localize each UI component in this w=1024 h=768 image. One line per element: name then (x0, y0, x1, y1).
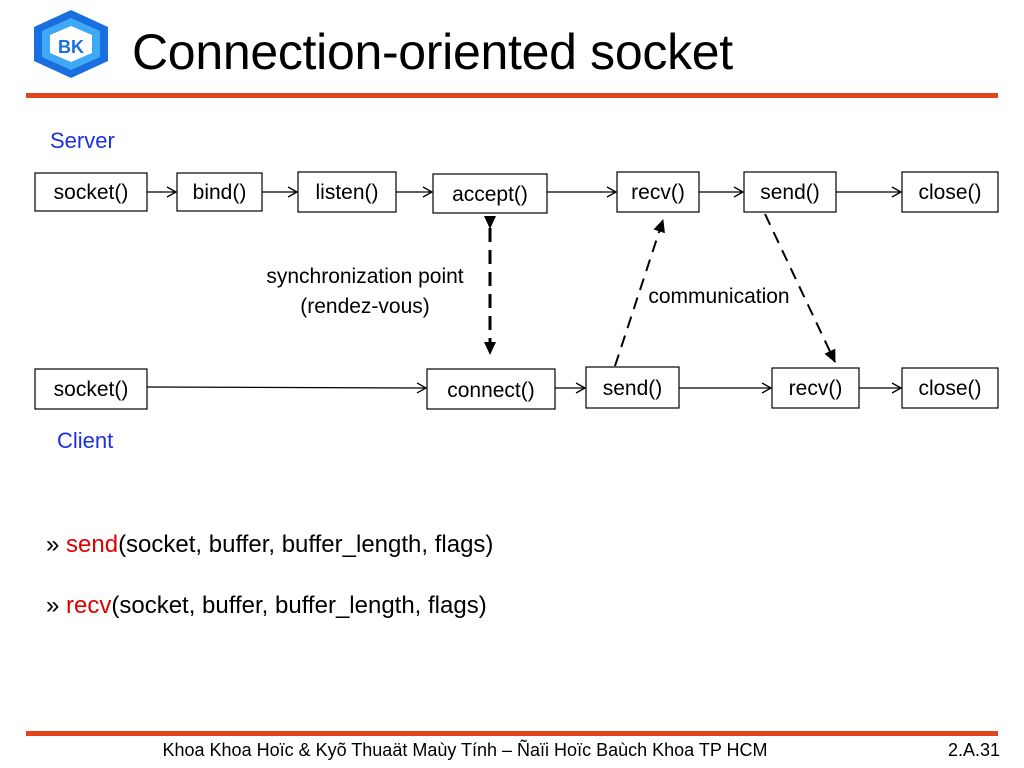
client-step-close: close() (901, 367, 999, 409)
svg-text:bind(): bind() (193, 181, 247, 204)
server-step-bind: bind() (176, 172, 263, 212)
svg-text:close(): close() (918, 181, 981, 204)
server-label: Server (50, 128, 115, 153)
bullet-marker: » (46, 592, 67, 619)
bottom-divider (26, 731, 998, 736)
svg-text:listen(): listen() (315, 181, 378, 204)
client-step-connect: connect() (426, 368, 556, 410)
bk-logo-icon: BK (34, 10, 108, 78)
svg-text:send(): send() (603, 377, 663, 400)
comm-arrow-server-to-client (764, 213, 836, 363)
svg-text:recv(): recv() (789, 377, 843, 400)
bullet-marker: » (46, 531, 67, 558)
comm-arrow-client-to-server (614, 219, 665, 367)
client-step-send: send() (585, 366, 680, 409)
svg-text:socket(): socket() (54, 181, 129, 204)
send-args: (socket, buffer, buffer_length, flags) (118, 531, 494, 558)
client-step-recv: recv() (771, 367, 860, 409)
server-step-close: close() (901, 171, 999, 213)
svg-text:send(): send() (760, 181, 820, 204)
svg-text:connect(): connect() (447, 379, 535, 402)
logo-text: BK (58, 37, 84, 57)
bullet-recv: » recv(socket, buffer, buffer_length, fl… (46, 592, 487, 620)
svg-text:accept(): accept() (452, 183, 528, 206)
slide-title: Connection-oriented socket (132, 24, 733, 80)
arrow-socket-connect (146, 382, 428, 394)
server-step-recv: recv() (616, 171, 700, 213)
comm-note: communication (648, 285, 789, 308)
server-step-socket: socket() (34, 172, 148, 212)
client-label: Client (57, 428, 114, 453)
server-step-send: send() (743, 171, 837, 213)
svg-text:recv(): recv() (631, 181, 685, 204)
recv-args: (socket, buffer, buffer_length, flags) (111, 592, 487, 619)
svg-text:close(): close() (918, 377, 981, 400)
server-step-accept: accept() (432, 173, 548, 214)
recv-keyword: recv (66, 592, 112, 619)
send-keyword: send (66, 531, 119, 558)
top-divider (26, 93, 998, 98)
client-step-socket: socket() (34, 368, 148, 410)
bullet-send: » send(socket, buffer, buffer_length, fl… (46, 531, 493, 559)
footer-text: Khoa Khoa Hoïc & Kyõ Thuaät Maùy Tính – … (162, 740, 768, 760)
svg-text:socket(): socket() (54, 378, 129, 401)
page-number: 2.A.31 (947, 740, 1000, 760)
server-step-listen: listen() (297, 171, 397, 213)
sync-note-line2: (rendez-vous) (300, 295, 430, 318)
sync-note-line1: synchronization point (266, 265, 463, 288)
